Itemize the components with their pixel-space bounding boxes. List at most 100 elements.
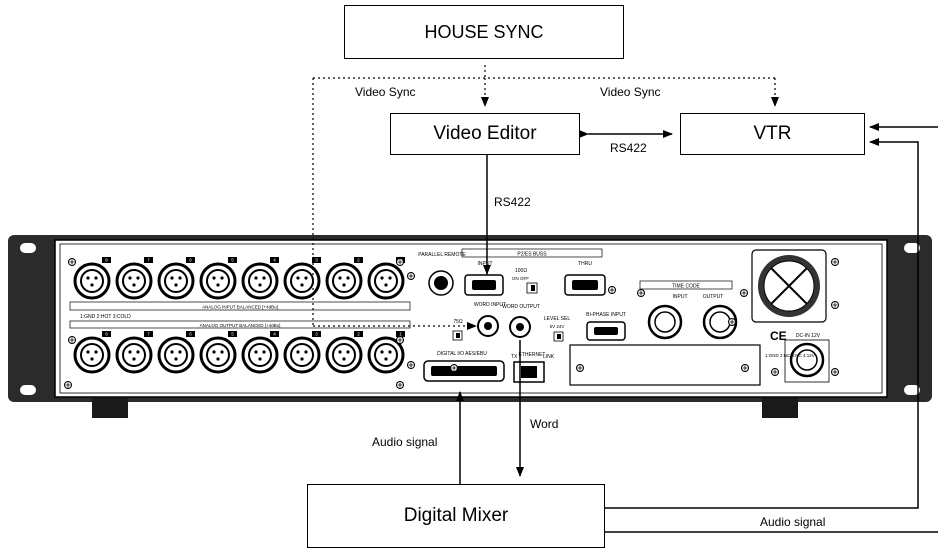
xlr-pin (178, 350, 182, 354)
node-video-editor: Video Editor (390, 113, 580, 155)
edge-label-audio-signal-right: Audio signal (760, 515, 825, 529)
xlr-pin (216, 283, 220, 287)
xlr-pin (174, 357, 178, 361)
channel-number: 8 (105, 258, 108, 263)
channel-number-tab (396, 331, 405, 337)
xlr-pin (338, 276, 342, 280)
dc-in-frame (784, 339, 830, 383)
channel-number-tab (186, 257, 195, 263)
dc-pins-label: 1:GND 2:NC 3:NC 4:12V (765, 353, 815, 358)
xlr-pin (338, 350, 342, 354)
rack-ear-hole (20, 243, 36, 253)
word-input-label: WORD INPUT (474, 302, 506, 308)
screw-slot (577, 365, 583, 371)
xlr-pin (254, 276, 258, 280)
xlr-pin (136, 350, 140, 354)
channel-number: 7 (147, 258, 150, 263)
channel-number: 3 (315, 258, 318, 263)
xlr-pin (220, 276, 224, 280)
xlr-connector-inner (332, 343, 356, 367)
rack-ear-hole (20, 385, 36, 395)
channel-number: 3 (315, 332, 318, 337)
xlr-connector-inner (248, 343, 272, 367)
xlr-connector-inner (206, 343, 230, 367)
p2-thru-label: THRU (578, 261, 592, 267)
digital-io-dsub-pins (431, 366, 497, 376)
screw-slot (638, 290, 644, 296)
p2-bus-label: P2/ES BUSS (517, 252, 547, 258)
xlr-pin (384, 283, 388, 287)
screw-slot (832, 302, 838, 308)
node-vtr: VTR (680, 113, 865, 155)
time-code-strip (639, 280, 733, 290)
parallel-remote-label: PARALLEL REMOTE (418, 252, 466, 258)
rack-foot (92, 398, 128, 418)
screw-slot (772, 369, 778, 375)
screw-slot (742, 365, 748, 371)
xlr-pin (132, 357, 136, 361)
channel-number: 2 (357, 258, 360, 263)
channel-number-tab (228, 331, 237, 337)
xlr-pin (128, 350, 132, 354)
channel-number: 5 (231, 258, 234, 263)
channel-number-tab (270, 257, 279, 263)
xlr-connector-inner (290, 269, 314, 293)
xlr-connector-inner (80, 269, 104, 293)
edge-label-rs422-vertical: RS422 (494, 195, 531, 209)
edge-label-word: Word (530, 417, 558, 431)
p2-bus-strip (461, 248, 603, 258)
xlr-pin (132, 283, 136, 287)
xlr-pin (94, 276, 98, 280)
channel-number-tab (102, 331, 111, 337)
xlr-pin (220, 350, 224, 354)
xlr-pin (304, 350, 308, 354)
channel-number-tab (354, 257, 363, 263)
analog-input-label: ANALOG INPUT BALANCED [+4dBu] (202, 305, 278, 310)
ethernet-link-label: LINK (543, 354, 555, 360)
rear-panel-inner (59, 243, 883, 394)
xlr-pin (262, 350, 266, 354)
tc-input-xlr-inner (654, 311, 676, 333)
screw-slot (729, 319, 735, 325)
ce-mark: CE (770, 329, 787, 343)
analog-output-label: ANALOG OUTPUT BALANCED [+4dBu] (200, 323, 281, 328)
edge-label-video-sync-right: Video Sync (600, 85, 661, 99)
xlr-pin (136, 276, 140, 280)
xlr-pin (304, 276, 308, 280)
level-sel-label: LEVEL SEL (544, 316, 570, 322)
pin-legend: 1:GND 2:HOT 3:COLD (80, 314, 131, 320)
word-input-bnc-center (484, 322, 492, 330)
xlr-pin (384, 357, 388, 361)
xlr-pin (380, 276, 384, 280)
dc-in-label: DC-IN 12V (796, 333, 821, 339)
level-sel-switch-lever (557, 334, 561, 339)
xlr-pin (346, 276, 350, 280)
xlr-pin (170, 350, 174, 354)
edge-label-video-sync-left: Video Sync (355, 85, 416, 99)
screw-slot (408, 273, 414, 279)
xlr-pin (128, 276, 132, 280)
channel-number-tab (228, 257, 237, 263)
screw-slot (451, 365, 457, 371)
screw-slot (741, 290, 747, 296)
xlr-pin (388, 276, 392, 280)
ohm75-label: 75Ω (453, 319, 463, 325)
analog-input-strip (69, 301, 411, 311)
ethernet-port-jack (521, 366, 537, 378)
on-off-label: ON OFF (512, 276, 529, 281)
p2-input-dsub-pins (472, 280, 496, 290)
channel-number: 2 (357, 332, 360, 337)
xlr-connector-inner (164, 269, 188, 293)
xlr-connector-inner (164, 343, 188, 367)
xlr-pin (170, 276, 174, 280)
channel-number-tab (312, 331, 321, 337)
xlr-pin (342, 283, 346, 287)
node-house-sync: HOUSE SYNC (344, 5, 624, 59)
level-values-label: 5V 24V (550, 324, 565, 329)
xlr-pin (258, 283, 262, 287)
screw-slot (397, 259, 403, 265)
xlr-pin (296, 276, 300, 280)
